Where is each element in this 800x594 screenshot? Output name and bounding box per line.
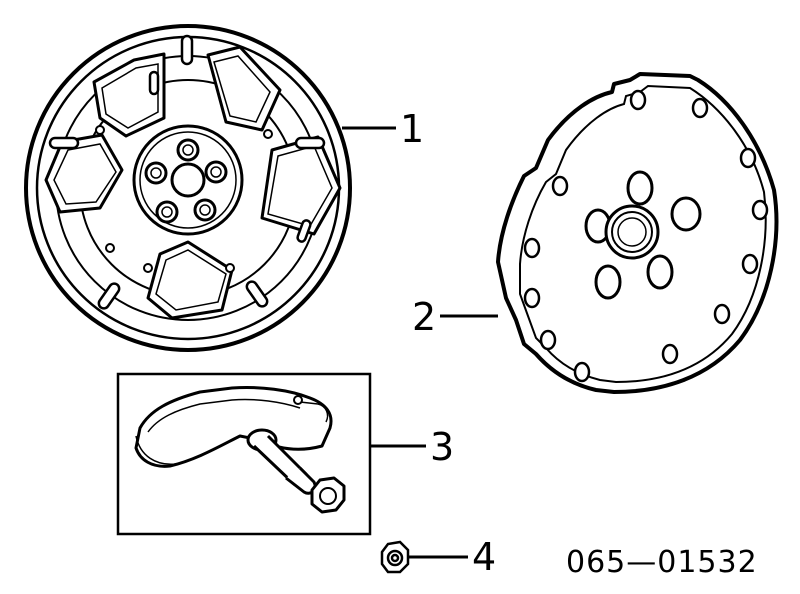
- callout-1: 1: [400, 107, 424, 151]
- callout-4: 4: [472, 535, 496, 579]
- diagram-part-number: 065—01532: [566, 545, 758, 580]
- valve-nut-illustration: [380, 540, 410, 574]
- callout-3: 3: [430, 425, 454, 469]
- tpms-sensor-illustration: [134, 386, 346, 514]
- cap-illustration: [496, 72, 779, 394]
- wheel-illustration: [24, 24, 352, 352]
- callout-2: 2: [412, 295, 436, 339]
